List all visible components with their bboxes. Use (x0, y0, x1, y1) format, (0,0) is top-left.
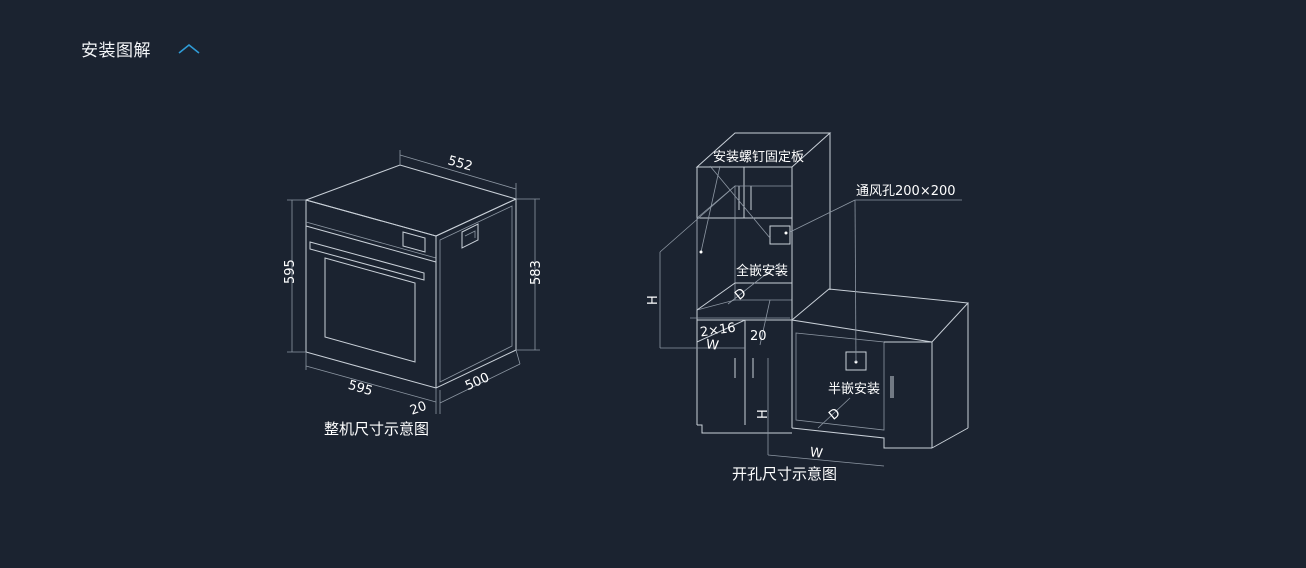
oven-drawing (287, 150, 540, 414)
label-vent: 通风孔200×200 (856, 184, 956, 199)
dim-door-thickness: 20 (408, 399, 429, 419)
label-w-full: W (705, 337, 720, 354)
label-w-half: W (809, 445, 824, 462)
dim-left-height: 595 (283, 259, 298, 284)
label-half-embed: 半嵌安装 (828, 382, 880, 397)
oven-caption: 整机尺寸示意图 (324, 420, 429, 438)
dim-side-depth: 500 (463, 370, 492, 394)
dim-front-width: 595 (346, 378, 374, 399)
section-title: 安装图解 (81, 41, 151, 61)
label-d-half: D (826, 406, 843, 424)
section-header: 安装图解 (81, 36, 201, 61)
label-full-embed: 全嵌安装 (736, 263, 788, 279)
chevron-up-icon[interactable] (177, 39, 201, 59)
label-slot: 2×16 (699, 321, 736, 341)
dim-top-depth: 552 (446, 153, 474, 174)
cabinet-drawing (659, 132, 970, 467)
dim-right-height: 583 (529, 260, 544, 285)
label-gap: 20 (750, 329, 767, 344)
label-mount-plate: 安装螺钉固定板 (713, 150, 804, 165)
label-h-full: H (646, 295, 661, 305)
cabinet-caption: 开孔尺寸示意图 (732, 465, 837, 483)
label-h-half: H (756, 409, 771, 419)
